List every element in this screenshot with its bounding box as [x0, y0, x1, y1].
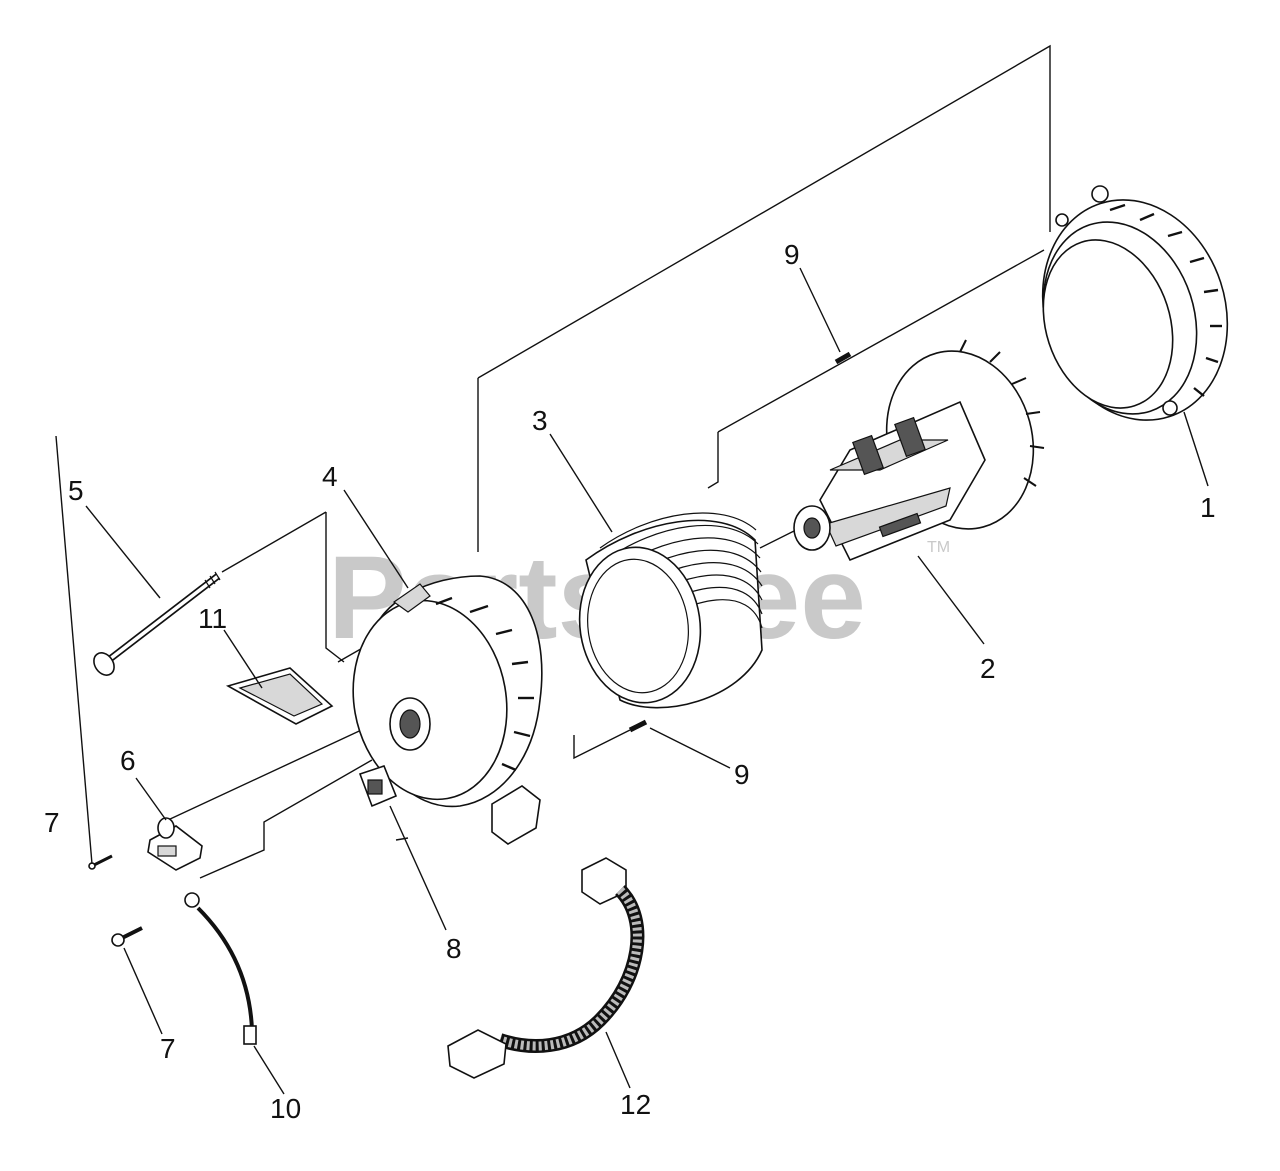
callout-9-lower: 9: [734, 759, 750, 790]
stator: [578, 512, 763, 709]
dowel-pin-lower: [628, 719, 648, 733]
callout-2: 2: [980, 653, 996, 684]
watermark-trademark: TM: [927, 539, 950, 556]
rotor: [793, 339, 1045, 562]
callout-7-lower: 7: [160, 1033, 176, 1064]
callout-7-upper-visible: 7: [44, 807, 60, 838]
callout-12: 12: [620, 1089, 651, 1120]
screw-lower: [111, 926, 143, 947]
callout-5: 5: [68, 475, 84, 506]
receptacle: [358, 765, 398, 808]
brush-holder: [147, 817, 203, 871]
front-adapter-housing: [352, 575, 543, 845]
callout-4: 4: [322, 461, 338, 492]
dowel-pin-upper: [834, 351, 852, 365]
callout-labels: 1 2 3 4 5 6 7 7 7 8 9 9 10 11 12: [44, 239, 1216, 1124]
callout-6: 6: [120, 745, 136, 776]
callout-3: 3: [532, 405, 548, 436]
leader-lines: [55, 267, 1209, 1095]
callout-11: 11: [198, 603, 227, 634]
through-bolt: [93, 571, 221, 676]
callout-9-upper: 9: [784, 239, 800, 270]
wire-harness: [447, 857, 645, 1079]
callout-10: 10: [270, 1093, 301, 1124]
ground-wire: [184, 892, 257, 1045]
assembly-lines: [167, 44, 1051, 879]
pad: [225, 667, 334, 725]
callout-1: 1: [1200, 492, 1216, 523]
rear-bearing-carrier: [1041, 185, 1229, 421]
callout-8: 8: [446, 933, 462, 964]
